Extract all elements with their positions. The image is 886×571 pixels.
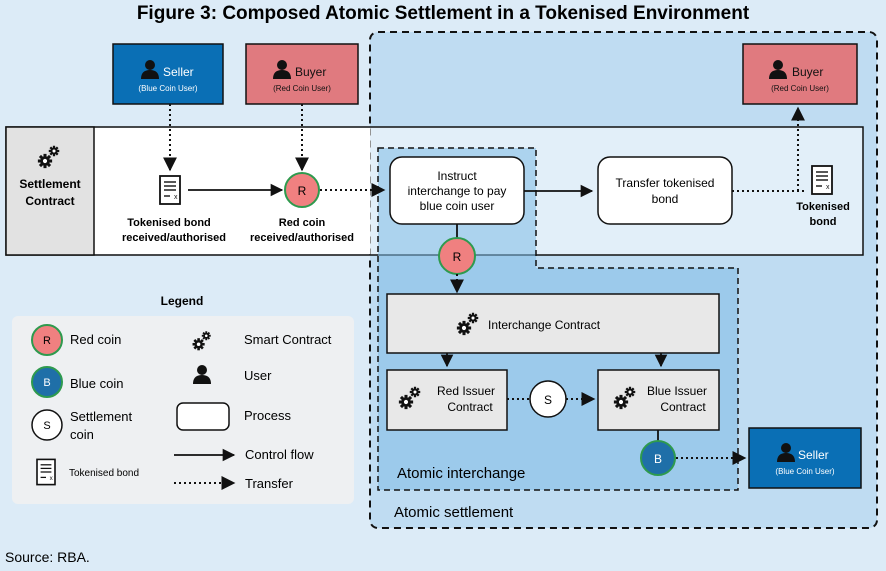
red-coin [284, 172, 320, 208]
source-note: Source: RBA. [5, 549, 90, 565]
legend-title: Legend [161, 294, 204, 308]
blue-coin [640, 440, 676, 476]
seller-bottom-role: (Blue Coin User) [775, 467, 834, 476]
interchange-contract [386, 293, 720, 354]
redcoin-received-line2: received/authorised [250, 232, 354, 244]
buyer-top-name: Buyer [295, 65, 326, 79]
red-coin-label: R [298, 184, 307, 198]
legend-settlement-coin-line1: Settlement [70, 409, 133, 424]
legend-blue-coin [31, 366, 63, 398]
blue-coin-label: B [654, 452, 662, 466]
red-coin-interchange-label: R [453, 250, 462, 264]
legend-red-coin [31, 324, 63, 356]
legend-transfer-label: Transfer [245, 476, 294, 491]
legend-blue-coin-letter: B [43, 377, 50, 389]
bond-out-line2: bond [810, 216, 837, 228]
legend-process-shape [176, 402, 230, 431]
transfer-bond-line2: bond [652, 192, 679, 206]
legend-settlement-coin-letter: S [43, 420, 50, 432]
bond-out-line1: Tokenised [796, 201, 850, 213]
instruct-line1: Instruct [437, 169, 477, 183]
atomic-settlement-label: Atomic settlement [394, 504, 514, 521]
settlement-contract-line1: Settlement [19, 177, 80, 191]
bond-received-line1: Tokenised bond [127, 217, 211, 229]
blue-issuer-line1: Blue Issuer [647, 384, 707, 398]
document-icon [811, 165, 833, 195]
settlement-contract-label-box [5, 126, 95, 256]
red-issuer-line2: Contract [447, 400, 493, 414]
seller-top-box [112, 43, 224, 105]
seller-top-role: (Blue Coin User) [138, 84, 197, 93]
legend-red-coin-letter: R [43, 335, 51, 347]
transfer-bond-line1: Transfer tokenised [616, 176, 715, 190]
figure-title: Figure 3: Composed Atomic Settlement in … [137, 3, 750, 24]
buyer-top-role: (Red Coin User) [273, 84, 331, 93]
seller-bottom-name: Seller [798, 448, 829, 462]
atomic-interchange-label: Atomic interchange [397, 465, 525, 482]
settlement-contract-line2: Contract [25, 194, 74, 208]
blue-issuer-line2: Contract [660, 400, 706, 414]
document-icon [36, 458, 56, 486]
bond-received-line2: received/authorised [122, 232, 226, 244]
document-icon [159, 175, 181, 205]
buyer-right-name: Buyer [792, 65, 823, 79]
legend-settlement-coin [31, 409, 63, 441]
legend-process-label: Process [244, 408, 291, 423]
instruct-line3: blue coin user [420, 199, 495, 213]
buyer-right-role: (Red Coin User) [771, 84, 829, 93]
instruct-line2: interchange to pay [408, 184, 507, 198]
settlement-coin-label: S [544, 393, 552, 407]
legend-user-label: User [244, 368, 272, 383]
seller-top-name: Seller [163, 65, 194, 79]
buyer-right-box [742, 43, 858, 105]
redcoin-received-line1: Red coin [279, 217, 326, 229]
legend-red-coin-label: Red coin [70, 332, 121, 347]
legend-settlement-coin-line2: coin [70, 427, 94, 442]
legend-control-flow-label: Control flow [245, 447, 314, 462]
red-issuer-line1: Red Issuer [437, 384, 495, 398]
legend-smart-contract-label: Smart Contract [244, 332, 332, 347]
transfer-bond-process [597, 156, 733, 225]
legend-tokenised-bond-label: Tokenised bond [69, 468, 139, 479]
legend-blue-coin-label: Blue coin [70, 376, 123, 391]
seller-bottom-box [748, 427, 862, 489]
interchange-contract-label: Interchange Contract [488, 318, 601, 332]
